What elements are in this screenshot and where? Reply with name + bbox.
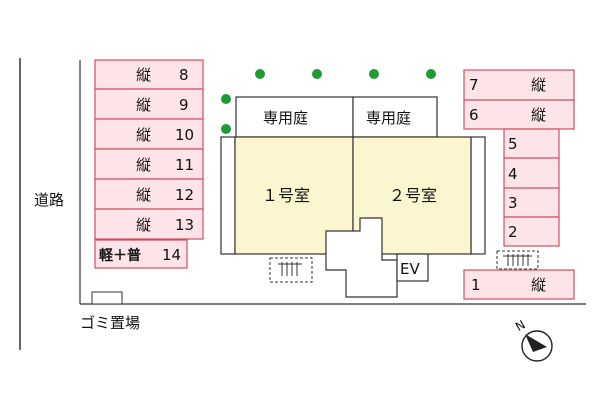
parking-space — [463, 269, 575, 300]
road-label: 道路 — [34, 191, 64, 209]
parking-space-small — [503, 216, 560, 247]
building-wing-west — [220, 136, 236, 255]
parking-number: 8 — [179, 66, 189, 84]
parking-type: 縦 — [531, 76, 546, 94]
bicycle-rack — [269, 257, 313, 283]
parking-number: 2 — [508, 223, 518, 241]
parking-type: 縦 — [136, 186, 151, 204]
parking-type: 縦 — [136, 66, 151, 84]
parking-space-small — [503, 128, 560, 159]
parking-space-kei — [94, 239, 188, 269]
parking-type: 縦 — [136, 96, 151, 114]
garbage-label: ゴミ置場 — [80, 314, 140, 332]
parking-number: 5 — [508, 135, 518, 153]
parking-space — [94, 208, 204, 240]
bicycle-rack-bars — [278, 262, 302, 276]
parking-type: 縦 — [136, 216, 151, 234]
parking-number: 13 — [175, 216, 194, 234]
parking-space-small — [503, 187, 560, 218]
parking-left-column: 縦 8 縦 9 縦 10 縦 11 縦 12 縦 13 軽＋普 14 — [94, 59, 204, 269]
tree-icon — [255, 69, 265, 79]
parking-number: 9 — [179, 96, 189, 114]
parking-number: 3 — [508, 194, 518, 212]
building-wing-east — [470, 136, 486, 255]
parking-number: 7 — [469, 76, 479, 94]
room-label: ２号室 — [389, 186, 437, 205]
tree-icon — [221, 94, 231, 104]
trees — [221, 69, 436, 134]
parking-type: 縦 — [136, 126, 151, 144]
garden-label: 専用庭 — [366, 109, 411, 127]
parking-space — [463, 99, 575, 130]
parking-type: 軽＋普 — [99, 247, 141, 264]
parking-right-column: 7 縦 6 縦 5 4 3 2 1 縦 — [463, 69, 575, 300]
parking-number: 6 — [469, 106, 479, 124]
garden-label: 専用庭 — [263, 109, 308, 127]
tree-icon — [312, 69, 322, 79]
parking-space — [94, 59, 204, 90]
parking-number: 4 — [508, 165, 518, 183]
parking-type: 縦 — [531, 106, 546, 124]
garbage-area — [91, 291, 123, 305]
parking-number: 10 — [175, 126, 194, 144]
private-garden — [352, 96, 438, 138]
parking-number: 14 — [162, 246, 181, 264]
compass-north-label: N — [513, 317, 528, 334]
compass-icon: N — [513, 317, 553, 362]
parking-number: 1 — [471, 276, 481, 294]
parking-space — [94, 88, 204, 120]
elevator-label: EV — [400, 260, 420, 278]
parking-space — [463, 69, 575, 101]
bicycle-rack — [496, 250, 539, 270]
parking-number: 12 — [175, 186, 194, 204]
elevator — [396, 253, 429, 282]
parking-type: 縦 — [136, 156, 151, 174]
tree-icon — [221, 124, 231, 134]
parking-type: 縦 — [531, 276, 546, 294]
tree-icon — [369, 69, 379, 79]
parking-number: 11 — [175, 156, 194, 174]
tree-icon — [426, 69, 436, 79]
room-label: １号室 — [262, 186, 310, 205]
parking-space — [94, 118, 204, 150]
bicycle-rack-bars — [503, 254, 532, 266]
